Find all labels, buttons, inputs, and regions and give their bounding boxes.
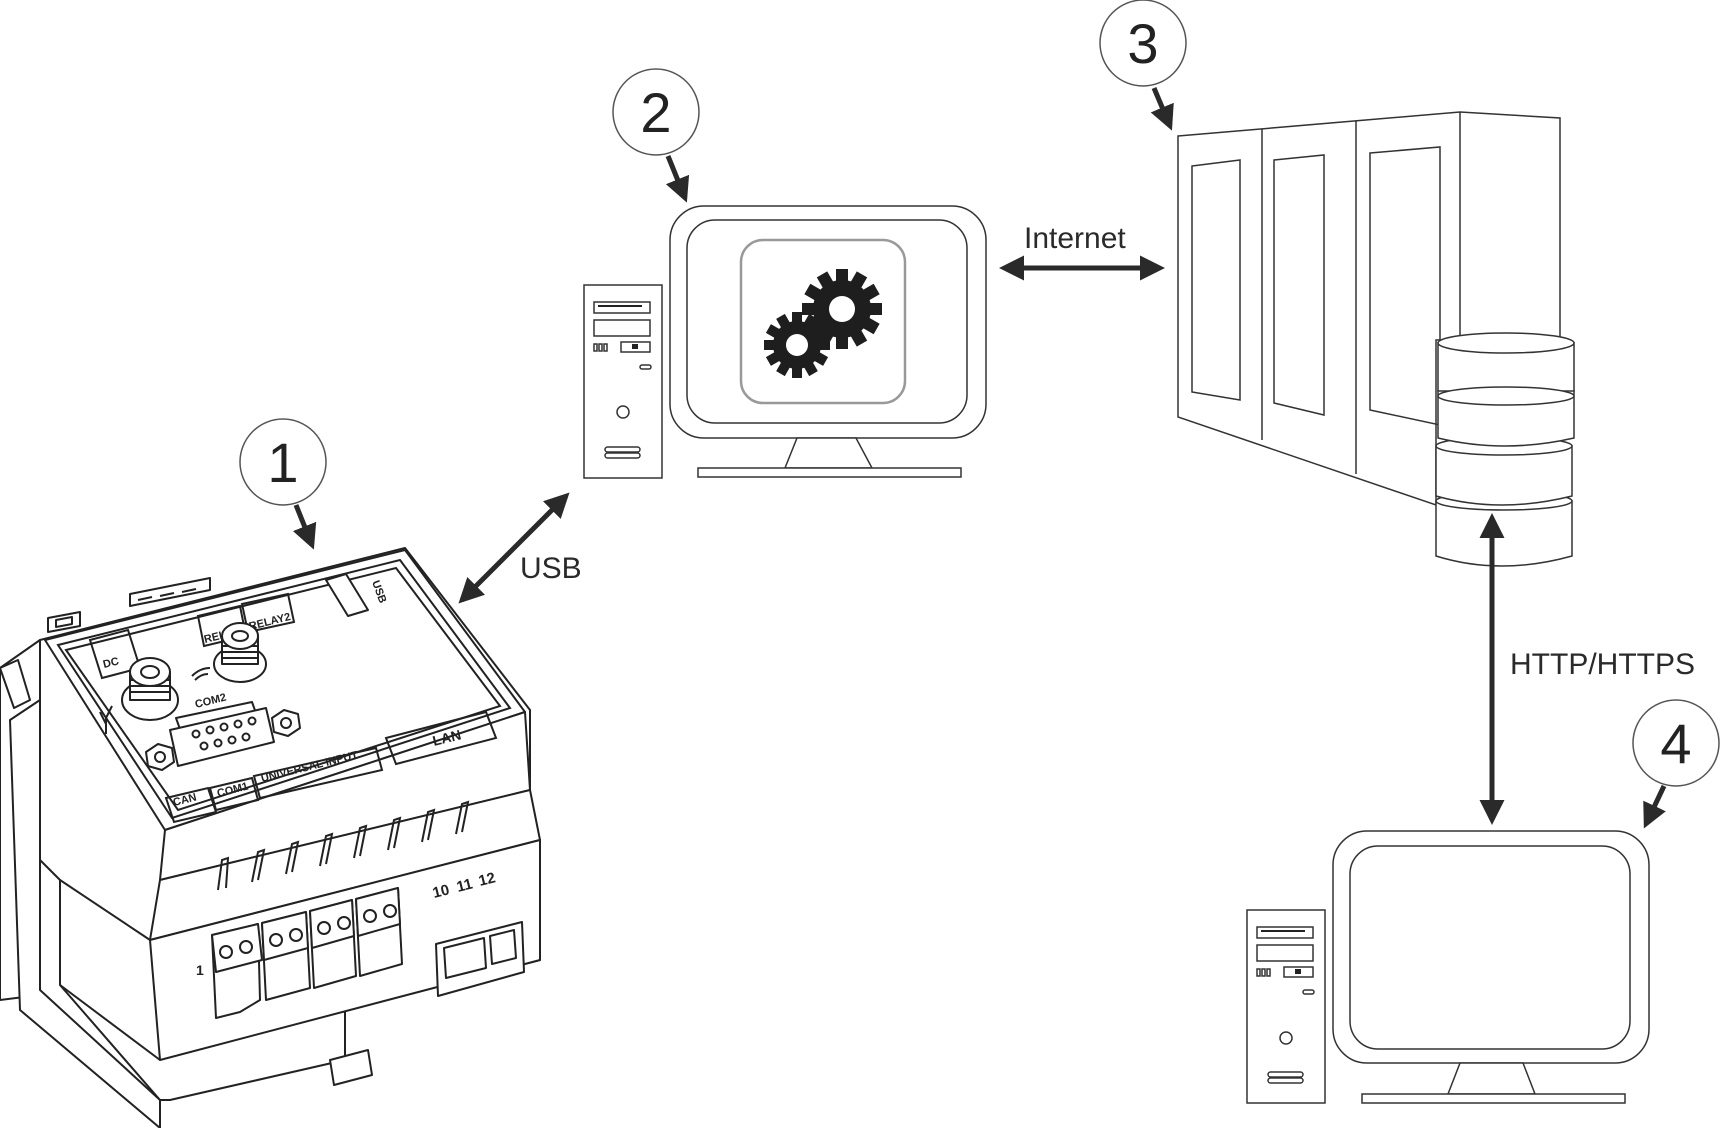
connection-internet: Internet [999, 222, 1165, 281]
terminal-number-1: 1 [196, 962, 204, 978]
terminal-blocks [211, 887, 403, 1019]
terminal-number-10: 10 [431, 881, 451, 902]
can-label: CAN [172, 791, 198, 808]
server-rack [1177, 111, 1561, 507]
connection-usb: USB [458, 492, 582, 604]
wifi-icon [191, 667, 211, 681]
gears-icon [739, 238, 907, 405]
callout-number-3: 3 [1127, 12, 1158, 75]
callout-number-1: 1 [267, 431, 298, 494]
configuration-pc [583, 205, 987, 479]
terminal-number-11: 11 [455, 876, 475, 896]
terminal-fins [217, 800, 470, 891]
callout-4: 4 [1632, 699, 1720, 829]
usb-port [325, 573, 369, 617]
database-icon [1435, 332, 1575, 567]
callout-2: 2 [612, 68, 700, 203]
callout-1: 1 [239, 418, 327, 550]
http-connection-label: HTTP/HTTPS [1510, 648, 1695, 681]
usb-connection-label: USB [520, 552, 582, 585]
client-pc [1246, 830, 1650, 1104]
top-terminal-blocks [47, 577, 211, 633]
lan-port [435, 921, 525, 997]
pc-tower [1246, 909, 1326, 1104]
antenna-connector-1 [121, 657, 179, 721]
connection-http: HTTP/HTTPS [1479, 513, 1695, 825]
controller-device: DC RELAY1 RELAY2 USB [0, 547, 541, 1128]
lan-label: LAN [431, 726, 463, 748]
pc-monitor [1332, 830, 1650, 1104]
antenna-connector-2 [213, 622, 267, 683]
dc-label: DC [102, 655, 120, 671]
terminal-number-12: 12 [477, 869, 497, 890]
antenna-icon [99, 705, 113, 734]
callout-number-4: 4 [1660, 712, 1691, 775]
internet-connection-label: Internet [1024, 222, 1126, 255]
callout-3: 3 [1099, 0, 1187, 131]
pc-tower [583, 284, 663, 479]
db9-connector [145, 701, 301, 771]
callout-number-2: 2 [640, 81, 671, 144]
